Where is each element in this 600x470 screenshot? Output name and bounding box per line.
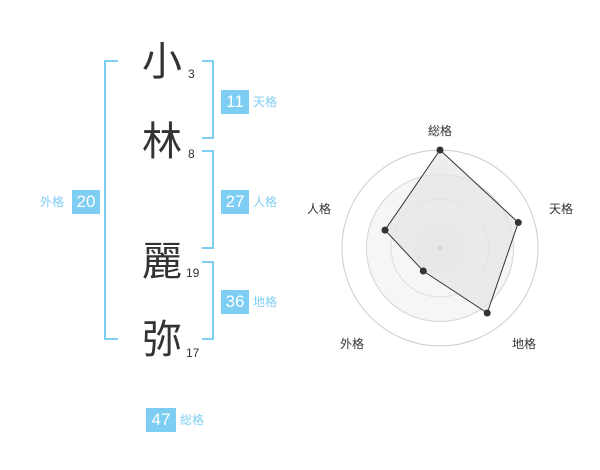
gaikaku-label: 外格 (40, 195, 65, 209)
chikaku-bracket (202, 261, 214, 340)
radar-label-jinkaku: 人格 (307, 202, 332, 216)
stroke-count-3: 19 (186, 266, 200, 280)
stroke-count-2: 8 (188, 147, 195, 161)
name-char-1: 小 (142, 39, 182, 85)
radar-point-4 (419, 267, 427, 275)
name-char-4: 弥 (142, 317, 182, 363)
tenkaku-value-badge: 11 (221, 90, 249, 114)
radar-data-polygon (384, 149, 519, 314)
radar-point-5 (381, 226, 389, 234)
name-char-2: 林 (142, 119, 182, 165)
radar-point-2 (514, 219, 522, 227)
radar-point-3 (483, 309, 491, 317)
gaikaku-bracket (104, 60, 118, 340)
name-char-3: 麗 (142, 239, 182, 285)
tenkaku-bracket (202, 60, 214, 139)
tenkaku-label: 天格 (253, 95, 278, 109)
radar-label-gaikaku: 外格 (340, 337, 365, 351)
jinkaku-bracket (202, 150, 214, 249)
radar-label-tenkaku: 天格 (549, 202, 574, 216)
chikaku-value-badge: 36 (221, 290, 249, 314)
jinkaku-value-badge: 27 (221, 190, 249, 214)
soukaku-value-badge: 47 (146, 408, 176, 432)
stroke-count-4: 17 (186, 346, 200, 360)
jinkaku-label: 人格 (253, 195, 278, 209)
soukaku-label: 総格 (180, 413, 205, 427)
radar-point-1 (436, 146, 444, 154)
chikaku-label: 地格 (253, 295, 278, 309)
radar-label-chikaku: 地格 (512, 337, 537, 351)
gaikaku-value-badge: 20 (72, 190, 100, 214)
radar-label-soukaku: 総格 (428, 124, 453, 138)
stroke-count-1: 3 (188, 67, 195, 81)
